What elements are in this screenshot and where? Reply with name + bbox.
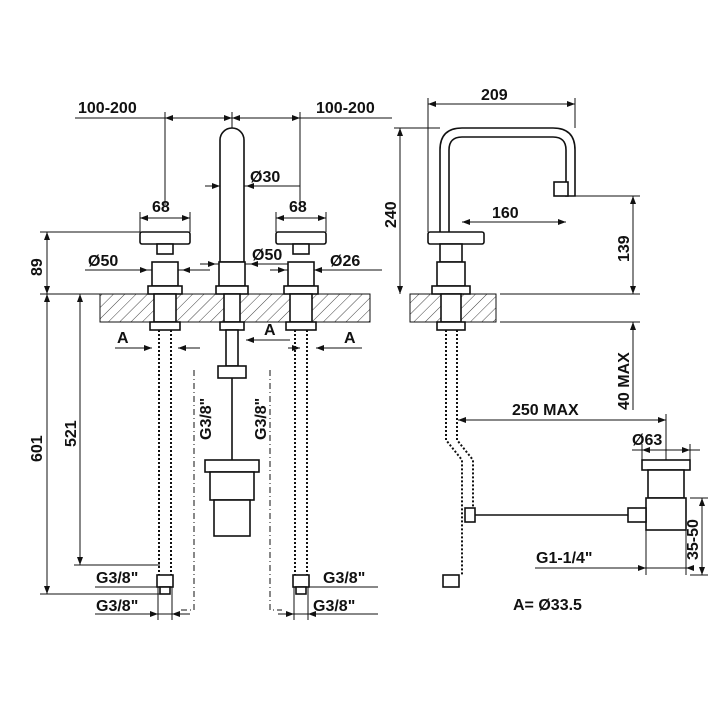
center-spout	[204, 127, 260, 537]
label-a-center: A	[264, 322, 276, 339]
thread-center-left: G3/8"	[198, 398, 215, 440]
front-view: 100-200 100-200 68 68 Ø30 Ø50 Ø50	[29, 100, 392, 620]
dim-max-deck-thickness: 40 MAX	[616, 352, 633, 410]
dim-waste-height: 35-50	[685, 519, 702, 560]
thread-right-lower: G3/8"	[313, 598, 355, 615]
thread-left-lower: G3/8"	[96, 598, 138, 615]
waste-assembly	[627, 459, 691, 531]
left-handle	[139, 231, 191, 620]
dim-right-spacing: 100-200	[316, 100, 375, 117]
dim-left-base-diameter: Ø50	[88, 253, 118, 270]
note-a: A= Ø33.5	[513, 597, 582, 614]
thread-left-upper: G3/8"	[96, 570, 138, 587]
dim-spout-outlet: 160	[492, 205, 519, 222]
dim-spout-height: 240	[383, 201, 400, 228]
dim-spout-reach: 209	[481, 87, 508, 104]
side-view: 209 240 160 139 40 MAX 250 MAX	[383, 87, 708, 614]
dim-left-handle-width: 68	[152, 199, 170, 216]
dim-outlet-height: 139	[616, 235, 633, 262]
dim-center-base-diameter: Ø50	[252, 247, 282, 264]
dim-handle-height: 89	[29, 258, 46, 276]
dim-waste-reach: 250 MAX	[512, 402, 579, 419]
right-handle	[275, 231, 327, 620]
thread-center-right: G3/8"	[253, 398, 270, 440]
label-a-left: A	[117, 330, 129, 347]
label-a-right: A	[344, 330, 356, 347]
waste-thread: G1-1/4"	[536, 550, 593, 567]
dim-waste-diameter: Ø63	[632, 432, 662, 449]
thread-right-upper: G3/8"	[323, 570, 365, 587]
dim-right-handle-width: 68	[289, 199, 307, 216]
dim-right-shank-diameter: Ø26	[330, 253, 360, 270]
dim-spout-diameter: Ø30	[250, 169, 280, 186]
dim-left-spacing: 100-200	[78, 100, 137, 117]
dim-total-height: 601	[29, 435, 46, 462]
dim-hose-length: 521	[63, 420, 80, 447]
